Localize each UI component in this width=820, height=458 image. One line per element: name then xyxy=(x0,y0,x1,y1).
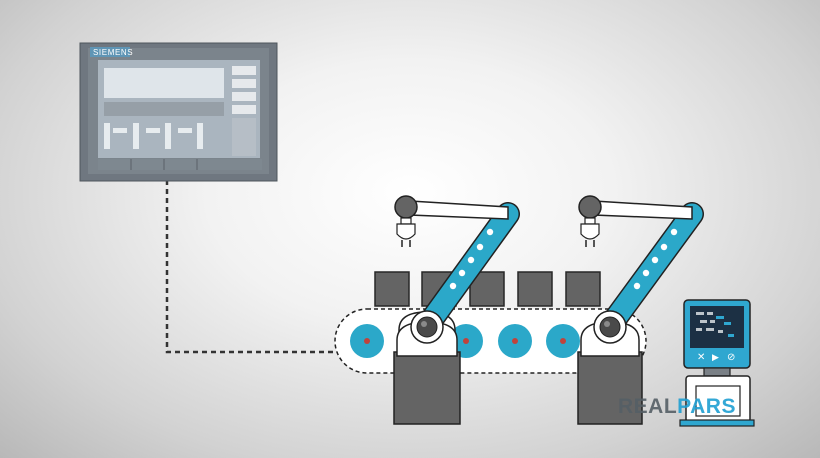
conveyor-roller xyxy=(498,324,532,358)
robot-arm-2 xyxy=(577,195,704,425)
svg-text:REALPARS: REALPARS xyxy=(618,395,736,418)
siemens-hmi: SIEMENS xyxy=(79,42,278,182)
logo-text-pars: PARS xyxy=(677,395,736,418)
realpars-logo: REALPARS xyxy=(618,395,736,418)
hmi-connection-line xyxy=(165,180,336,354)
operator-panel: ✕ ▶ ⊘ xyxy=(679,299,755,427)
conveyor-box xyxy=(565,271,601,307)
conveyor-box xyxy=(469,271,505,307)
hmi-brand-label: SIEMENS xyxy=(93,48,133,57)
play-icon[interactable]: ▶ xyxy=(712,353,719,363)
hmi-brand-badge xyxy=(90,47,130,57)
conveyor-roller xyxy=(350,324,384,358)
conveyor-roller xyxy=(546,324,580,358)
stop-icon[interactable]: ⊘ xyxy=(727,352,735,363)
conveyor-box xyxy=(374,271,410,307)
robot-arm-1 xyxy=(393,195,520,425)
close-icon[interactable]: ✕ xyxy=(697,352,705,363)
conveyor-box xyxy=(517,271,553,307)
logo-text-real: REAL xyxy=(618,395,677,418)
